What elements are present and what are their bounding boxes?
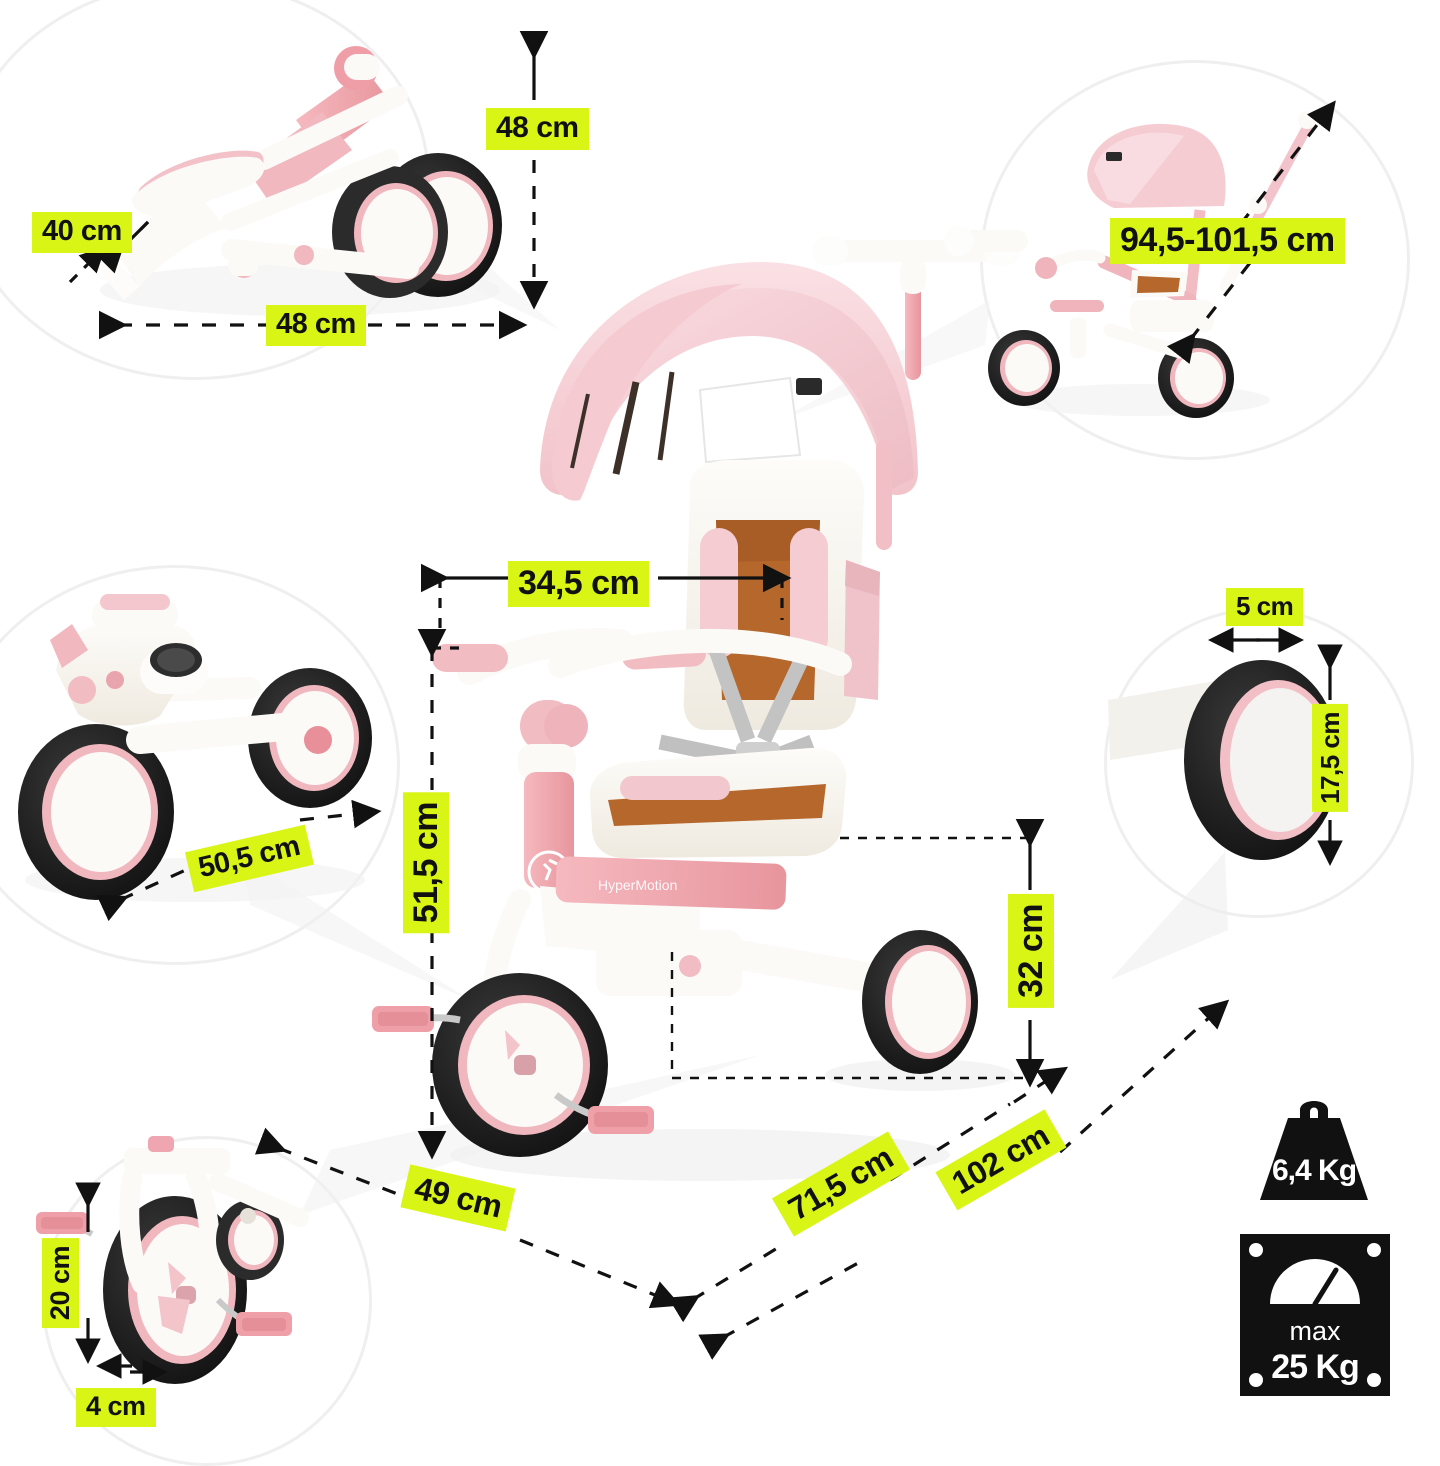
dim-label-folded-length: 48 cm <box>266 305 366 346</box>
dim-label-handle-height: 94,5-101,5 cm <box>1110 218 1345 264</box>
gauge-plate-icon <box>1240 1234 1390 1396</box>
weight-value: 6,4 Kg <box>1271 1154 1357 1187</box>
seat-base <box>589 747 847 858</box>
dim-label-folded-height: 48 cm <box>486 108 589 150</box>
inset-art-wheel-closeup <box>1108 660 1340 860</box>
inset-ring-rear-axle <box>0 565 400 965</box>
pedals <box>372 1006 654 1134</box>
dim-label-front-wheel-diameter: 20 cm <box>42 1238 79 1329</box>
handlebar <box>432 628 852 685</box>
canopy <box>540 262 918 501</box>
rear-wheel <box>862 930 978 1074</box>
dim-label-seat-width: 34,5 cm <box>508 561 650 607</box>
dim-label-seat-height: 32 cm <box>1008 894 1054 1008</box>
max-load-badge: max 25 Kg <box>1236 1230 1394 1400</box>
max-label: max <box>1289 1316 1341 1346</box>
steering-column <box>518 700 588 894</box>
svg-text:HyperMotion: HyperMotion <box>598 877 677 893</box>
dim-label-wheel-diameter: 17,5 cm <box>1312 704 1348 812</box>
front-wheel <box>432 973 608 1157</box>
inset-art-front-wheel <box>36 1136 309 1384</box>
dim-label-wheel-width: 5 cm <box>1226 588 1304 626</box>
inset-art-folded: HyperMotion <box>96 46 502 316</box>
seat <box>658 460 880 784</box>
dim-label-handlebar-height: 51,5 cm <box>403 792 449 934</box>
weight-badge: 6,4 Kg <box>1244 1090 1384 1210</box>
dim-label-folded-depth: 40 cm <box>32 212 132 253</box>
inset-art-rear-axle <box>18 594 372 902</box>
dim-label-front-wheel-width: 4 cm <box>76 1388 156 1427</box>
max-load-value: 25 Kg <box>1271 1348 1360 1386</box>
main-product-tricycle: HyperMotion <box>372 236 1020 1181</box>
weight-block-icon <box>1260 1101 1368 1200</box>
